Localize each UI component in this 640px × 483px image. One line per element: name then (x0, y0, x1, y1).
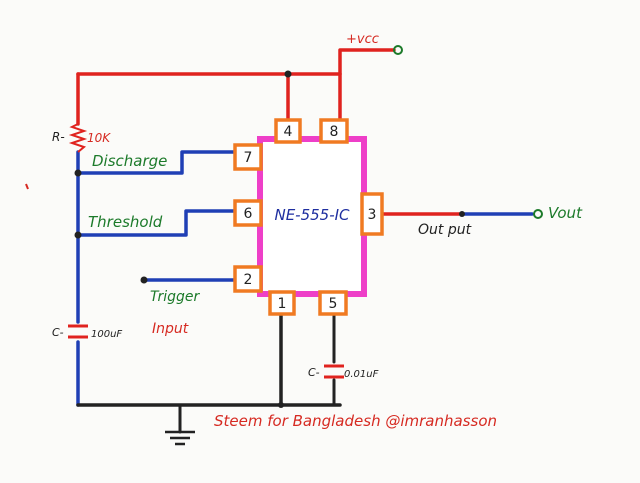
trigger-terminal-dot (140, 276, 148, 284)
junction-threshold (74, 231, 82, 239)
pin-5-box (318, 290, 348, 316)
junction-ground (278, 402, 284, 408)
discharge-wire (76, 150, 238, 175)
pin-3-number: 3 (368, 207, 377, 223)
pin-6-box (233, 199, 263, 227)
pin-boxes (233, 118, 384, 316)
pin-2-number: 2 (244, 272, 253, 288)
pin-3-box (360, 192, 384, 236)
resistor-value: 10K (87, 131, 111, 145)
resistor-symbol (68, 123, 88, 153)
stray-mark (25, 183, 29, 190)
chip-label: NE-555-IC (274, 206, 350, 224)
control-capacitor-symbol (324, 364, 344, 379)
trigger-label: Trigger (150, 289, 200, 305)
junctions (74, 70, 465, 408)
ground-icon (165, 430, 195, 446)
pin-8-number: 8 (330, 124, 339, 140)
vout-label: Vout (548, 204, 583, 222)
junction-discharge (74, 169, 82, 177)
pin-2-box (233, 265, 263, 293)
output-label: Out put (418, 222, 472, 238)
pin-numbers: 4 8 7 6 2 3 1 5 (244, 124, 377, 312)
credit-text: Steem for Bangladesh @imranhasson (214, 412, 497, 430)
pin-8-box (319, 118, 349, 144)
input-label: Input (152, 321, 189, 337)
discharge-label: Discharge (92, 152, 167, 170)
pin-1-box (268, 290, 296, 316)
threshold-label: Threshold (88, 213, 163, 231)
control-cap-value: 0.01uF (344, 369, 379, 380)
junction-output (459, 211, 465, 217)
vcc-wire (76, 48, 396, 76)
pin-1-number: 1 (278, 296, 287, 312)
timing-cap-label: C- (52, 326, 64, 339)
resistor-label: R- (52, 130, 65, 144)
timing-capacitor-symbol (68, 324, 88, 339)
pin-4-box (274, 118, 302, 144)
pin-4-number: 4 (284, 124, 293, 140)
pin-6-number: 6 (244, 206, 253, 222)
pin-5-number: 5 (329, 296, 338, 312)
pin-7-number: 7 (244, 150, 253, 166)
vcc-label: +vcc (346, 32, 379, 47)
junction-vcc-pin4 (284, 70, 292, 78)
pin-7-box (233, 143, 263, 171)
threshold-wire (76, 209, 238, 237)
timing-cap-value: 100uF (91, 329, 122, 340)
control-cap-label: C- (308, 366, 320, 379)
vout-terminal (533, 209, 543, 219)
vcc-terminal (393, 45, 403, 55)
